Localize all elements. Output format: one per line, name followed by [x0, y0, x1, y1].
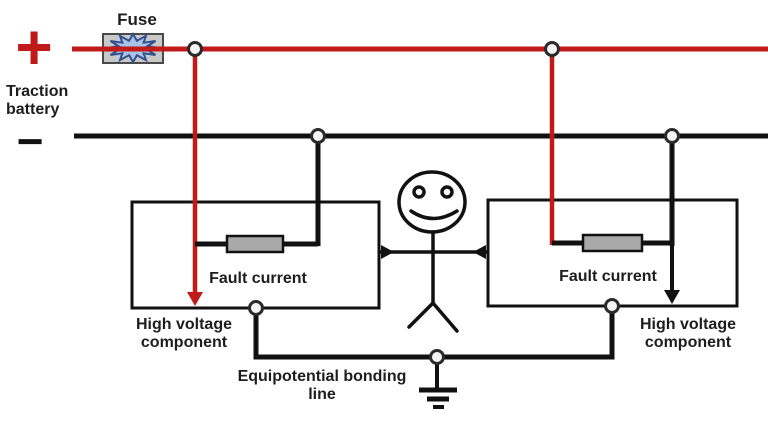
high-voltage-label-right: High voltage component	[639, 316, 736, 352]
resistor-left	[225, 234, 285, 254]
person-head	[397, 170, 467, 234]
resistor-right	[581, 233, 644, 253]
hv-component-box-right	[486, 198, 739, 308]
contact-arrow-right	[473, 245, 486, 259]
junction-node-icon	[310, 128, 326, 144]
fault-current-arrow-left	[187, 292, 203, 306]
fault-current-arrow-right	[664, 290, 680, 304]
junction-node-icon	[544, 41, 560, 57]
fault-current-label-left: Fault current	[209, 270, 307, 287]
equipotential-bonding-wire	[253, 306, 615, 360]
person-leg-left	[407, 301, 435, 329]
traction-battery-label: Traction battery	[6, 83, 69, 119]
contact-arrow-left	[381, 245, 394, 259]
person-smile	[409, 209, 459, 221]
person-leg-right	[431, 301, 459, 333]
stick-person-icon	[397, 170, 467, 333]
junction-node-icon	[429, 349, 445, 365]
junction-node-icon	[664, 128, 680, 144]
positive-terminal-symbol: +	[15, 11, 53, 83]
junction-node-icon	[604, 298, 620, 314]
fuse-label: Fuse	[117, 10, 157, 29]
equipotential-bonding-label: Equipotential bonding line	[237, 368, 407, 404]
hv-component-box-left	[130, 200, 381, 310]
person-eye-left	[412, 185, 426, 199]
fault-current-label-right: Fault current	[559, 268, 657, 285]
person-eye-right	[440, 185, 454, 199]
junction-node-icon	[248, 300, 264, 316]
junction-node-icon	[187, 41, 203, 57]
negative-terminal-symbol: −	[16, 115, 44, 167]
high-voltage-label-left: High voltage component	[135, 316, 232, 352]
